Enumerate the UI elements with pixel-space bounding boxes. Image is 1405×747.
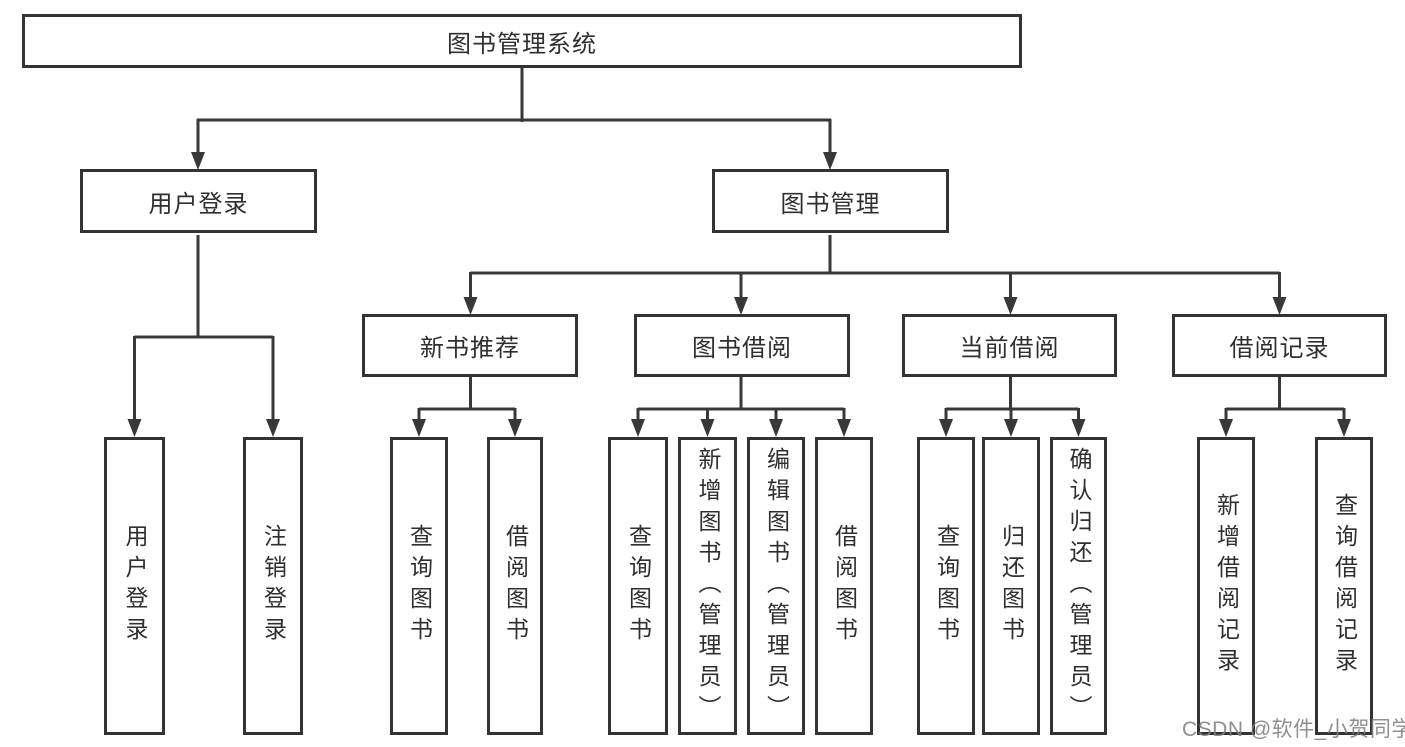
node-borrowing-records: 借阅记录 bbox=[1172, 314, 1387, 377]
node-label: 借阅记录 bbox=[1229, 335, 1330, 362]
node-label: 用户登录 bbox=[148, 190, 249, 218]
leaf-return-book: 归还图书 bbox=[982, 437, 1040, 735]
tree-edges bbox=[133, 67, 1346, 423]
leaf-query-books-recommend: 查询图书 bbox=[390, 437, 448, 735]
leaf-borrow-books-borrowing: 借阅图书 bbox=[815, 437, 873, 735]
node-label: 用户登录 bbox=[122, 524, 148, 648]
leaf-borrow-books-recommend: 借阅图书 bbox=[487, 437, 543, 735]
node-label: 新书推荐 bbox=[420, 335, 520, 362]
node-label: 借阅图书 bbox=[831, 524, 858, 648]
node-new-book-recommendation: 新书推荐 bbox=[362, 314, 578, 377]
leaf-query-borrow-record: 查询借阅记录 bbox=[1315, 437, 1373, 735]
node-user-login: 用户登录 bbox=[80, 169, 317, 233]
leaf-edit-book-admin: 编辑图书（管理员） bbox=[747, 437, 805, 735]
leaf-add-borrow-record: 新增借阅记录 bbox=[1197, 437, 1255, 735]
node-label: 图书借阅 bbox=[692, 335, 792, 362]
node-label: 借阅图书 bbox=[502, 524, 529, 648]
node-label: 当前借阅 bbox=[959, 335, 1060, 362]
node-label: 查询图书 bbox=[625, 524, 652, 648]
node-label: 查询借阅记录 bbox=[1331, 493, 1358, 679]
node-label: 图书管理系统 bbox=[447, 30, 597, 58]
node-label: 图书管理 bbox=[780, 190, 881, 218]
leaf-confirm-return-admin: 确认归还（管理员） bbox=[1050, 437, 1107, 735]
node-book-borrowing: 图书借阅 bbox=[634, 314, 850, 377]
node-label: 查询图书 bbox=[406, 524, 433, 648]
node-label: 注销登录 bbox=[260, 524, 287, 648]
csdn-watermark: CSDN @软件_小贺同学 bbox=[1182, 718, 1405, 741]
node-label: 确认归还（管理员） bbox=[1066, 446, 1092, 726]
node-label: 新增借阅记录 bbox=[1213, 493, 1240, 679]
node-label: 新增图书（管理员） bbox=[695, 446, 721, 726]
node-label: 归还图书 bbox=[998, 524, 1025, 648]
leaf-user-login: 用户登录 bbox=[104, 437, 165, 735]
node-book-management: 图书管理 bbox=[712, 169, 949, 233]
node-library-system: 图书管理系统 bbox=[22, 14, 1022, 68]
leaf-add-book-admin: 新增图书（管理员） bbox=[678, 437, 737, 735]
node-current-borrowing: 当前借阅 bbox=[902, 314, 1117, 377]
node-label: 查询图书 bbox=[933, 524, 960, 648]
node-label: 编辑图书（管理员） bbox=[763, 446, 790, 726]
leaf-logout: 注销登录 bbox=[243, 437, 303, 735]
leaf-query-books-current: 查询图书 bbox=[917, 437, 975, 735]
leaf-query-books-borrowing: 查询图书 bbox=[608, 437, 668, 735]
